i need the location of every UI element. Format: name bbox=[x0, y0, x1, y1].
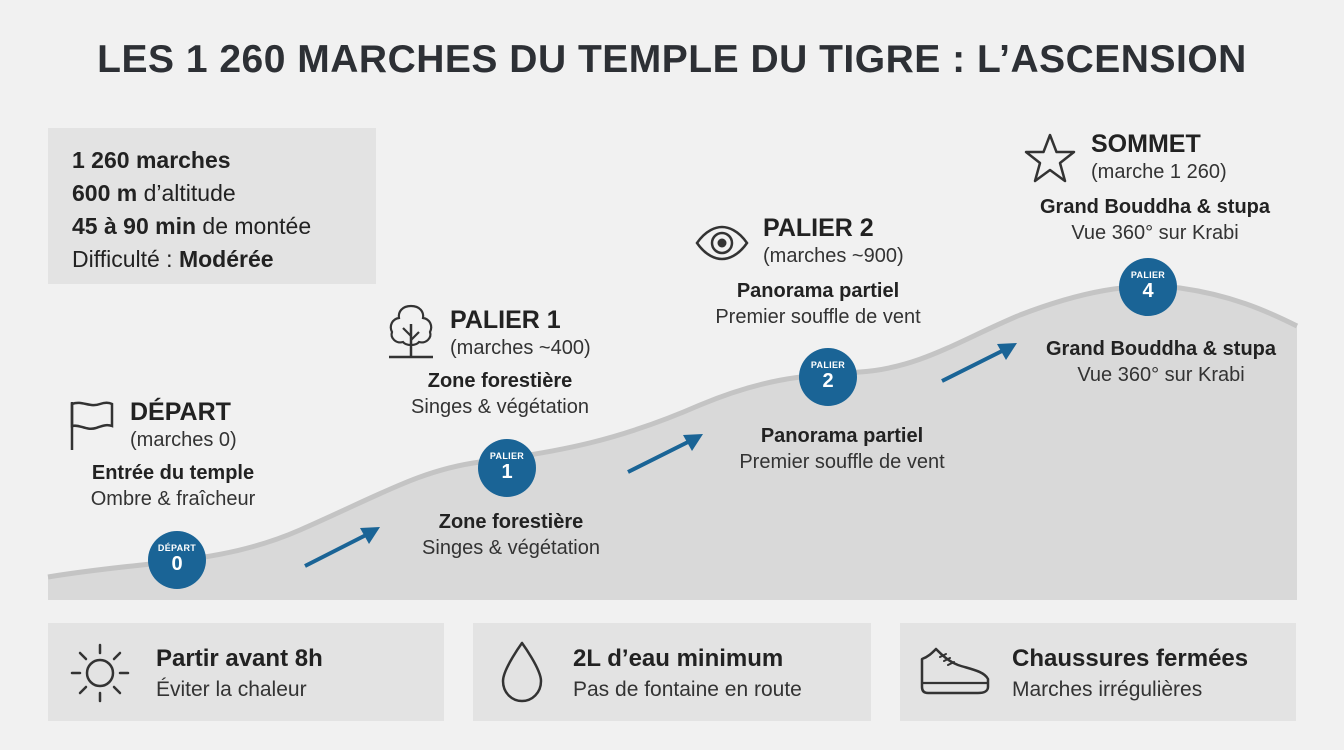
flag-icon bbox=[70, 401, 114, 450]
star-icon bbox=[1024, 133, 1076, 183]
tip-water-sub: Pas de fontaine en route bbox=[573, 678, 802, 701]
eye-icon bbox=[695, 225, 749, 261]
tree-icon bbox=[389, 304, 433, 359]
arrow-1 bbox=[304, 527, 380, 568]
shoe-icon bbox=[920, 647, 990, 695]
stage-sommet: SOMMET (marche 1 260) bbox=[1091, 130, 1227, 183]
path-label-panorama: Panorama partiel Premier souffle de vent bbox=[739, 425, 945, 473]
path-label-forest: Zone forestière Singes & végétation bbox=[422, 511, 600, 559]
facts-box: 1 260 marches 600 m d’altitude 45 à 90 m… bbox=[48, 128, 376, 284]
tip-early-title: Partir avant 8h bbox=[156, 645, 323, 672]
fact-steps: 1 260 marches bbox=[72, 147, 231, 173]
fact-altitude: 600 m d’altitude bbox=[72, 180, 236, 206]
stage-palier-1-desc: Zone forestière Singes & végétation bbox=[411, 370, 589, 418]
stage-depart-desc: Entrée du temple Ombre & fraîcheur bbox=[90, 462, 256, 510]
arrow-2 bbox=[627, 434, 703, 474]
tip-early-sub: Éviter la chaleur bbox=[156, 678, 307, 701]
stage-depart: DÉPART (marches 0) bbox=[130, 398, 237, 451]
mountain-fill bbox=[48, 286, 1297, 600]
stage-palier-2-desc: Panorama partiel Premier souffle de vent bbox=[715, 280, 921, 328]
stage-palier-1: PALIER 1 (marches ~400) bbox=[450, 306, 591, 359]
tip-water-title: 2L d’eau minimum bbox=[573, 645, 784, 672]
stage-palier-2: PALIER 2 (marches ~900) bbox=[763, 214, 904, 267]
fact-difficulty: Difficulté : Modérée bbox=[72, 246, 274, 272]
stage-sommet-desc: Grand Bouddha & stupa Vue 360° sur Krabi bbox=[1040, 196, 1270, 244]
tip-water: 2L d’eau minimum Pas de fontaine en rout… bbox=[473, 623, 871, 721]
tip-early-start: Partir avant 8h Éviter la chaleur bbox=[48, 623, 444, 721]
arrow-3 bbox=[941, 343, 1017, 383]
fact-duration: 45 à 90 min de montée bbox=[72, 213, 312, 239]
path-label-summit: Grand Bouddha & stupa Vue 360° sur Krabi bbox=[1046, 338, 1276, 386]
sun-icon bbox=[70, 643, 130, 703]
page-title: LES 1 260 MARCHES DU TEMPLE DU TIGRE : L… bbox=[97, 38, 1247, 81]
tip-shoes-sub: Marches irrégulières bbox=[1012, 678, 1203, 701]
tip-shoes-title: Chaussures fermées bbox=[1012, 645, 1249, 672]
tip-shoes: Chaussures fermées Marches irrégulières bbox=[900, 623, 1296, 721]
water-drop-icon bbox=[501, 641, 543, 703]
